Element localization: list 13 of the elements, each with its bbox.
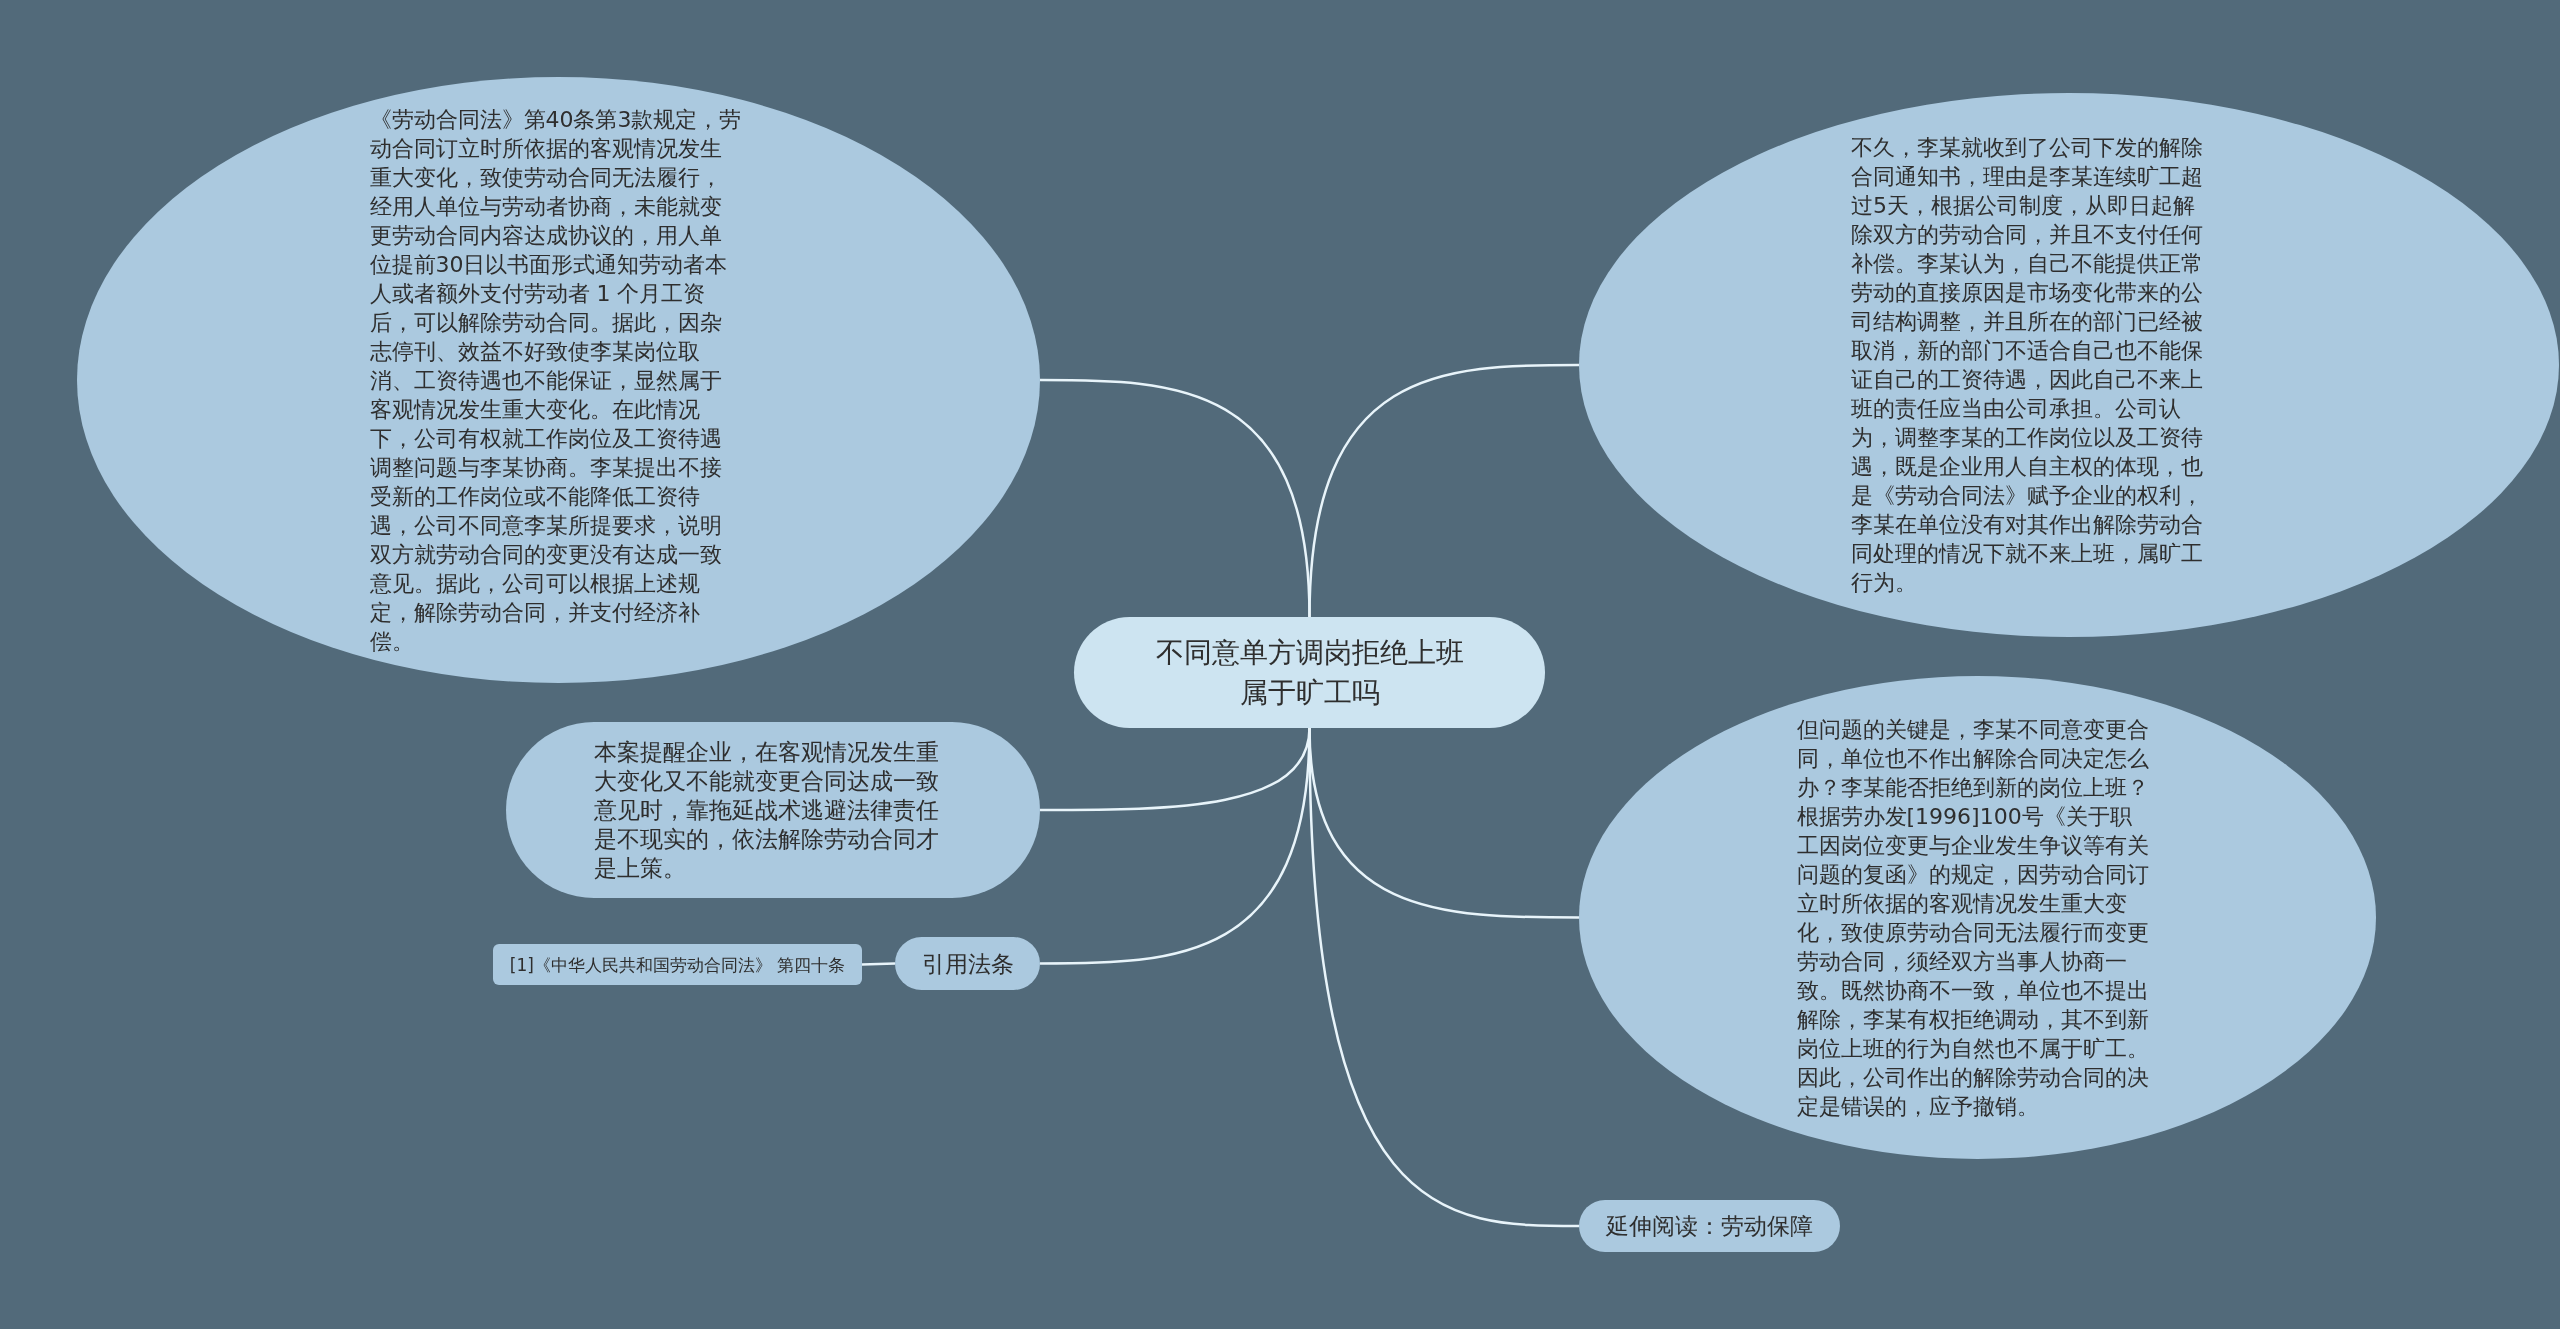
node-text: 本案提醒企业，在客观情况发生重大变化又不能就变更合同达成一致意见时，靠拖延战术逃避法律责任是不现实的，依法解除劳动合同才是上策。 (594, 737, 940, 883)
pill-node (1579, 1200, 1840, 1252)
node-text: 延伸阅读：劳动保障 (1606, 1212, 1813, 1240)
connector-line (861, 962, 896, 966)
pill-node (895, 937, 1040, 990)
node-text: 不久，李某就收到了公司下发的解除合同通知书，理由是李某连续旷工超过5天，根据公司制度，从即日起解除双方的劳动合同，并且不支付任何补偿。李某认为，自己不能提供正常劳动的直接原因是市场变化带来的公司结构调整，并且所在的部门已经被取消，新的部门不适合自己也不能保证自己的工资待遇，因此自己不来上班的责任应当由公司承担。公司认为，调整李某的工作岗位以及工资待遇，既是企业用人自主权的体现，也是《劳动合同法》赋予企业的权利，李某在单位没有对其作出解除劳动合同处理的情况下就不来上班，属旷工行为。 (1851, 134, 2203, 597)
node-text: 但问题的关键是，李某不同意变更合同，单位也不作出解除合同决定怎么办？李某能否拒绝到新的岗位上班？根据劳办发[1996]100号《关于职工因岗位变更与企业发生争议等有关问题的复函》的规定，因劳动合同订立时所依据的客观情况发生重大变化，致使原劳动合同无法履行而变更劳动合同，须经双方当事人协商一致。既然协商不一致，单位也不提出解除，李某有权拒绝调动，其不到新岗位上班的行为自然也不属于旷工。因此，公司作出的解除劳动合同的决定是错误的，应予撤销。 (1796, 715, 2149, 1121)
citation-box (493, 944, 862, 985)
connector-line (1308, 363, 1579, 618)
node-text: [1]《中华人民共和国劳动合同法》 第四十条 (509, 953, 846, 976)
node-text: 《劳动合同法》第40条第3款规定，劳动合同订立时所依据的客观情况发生重大变化，致使劳动合同无法履行，经用人单位与劳动者协商，未能就变更劳动合同内容达成协议的，用人单位提前30日以书面形式通知劳动者本人或者额外支付劳动者 1 个月工资后，可以解除劳动合同。据此，因杂志停刊、效益不好致使李某岗位取消、工资待遇也不能保证，显然属于客观情况发生重大变化。在此情况下，公司有权就工作岗位及工资待遇调整问题与李某协商。李某提出不接受新的工作岗位或不能降低工资待遇，公司不同意李某所提要求，说明双方就劳动合同的变更没有达成一致意见。据此，公司可以根据上述规定，解除劳动合同，并支付经济补偿。 (369, 105, 742, 656)
node-text: 不同意单方调岗拒绝上班属于旷工吗 (1154, 634, 1465, 711)
node-text: 引用法条 (921, 949, 1014, 978)
